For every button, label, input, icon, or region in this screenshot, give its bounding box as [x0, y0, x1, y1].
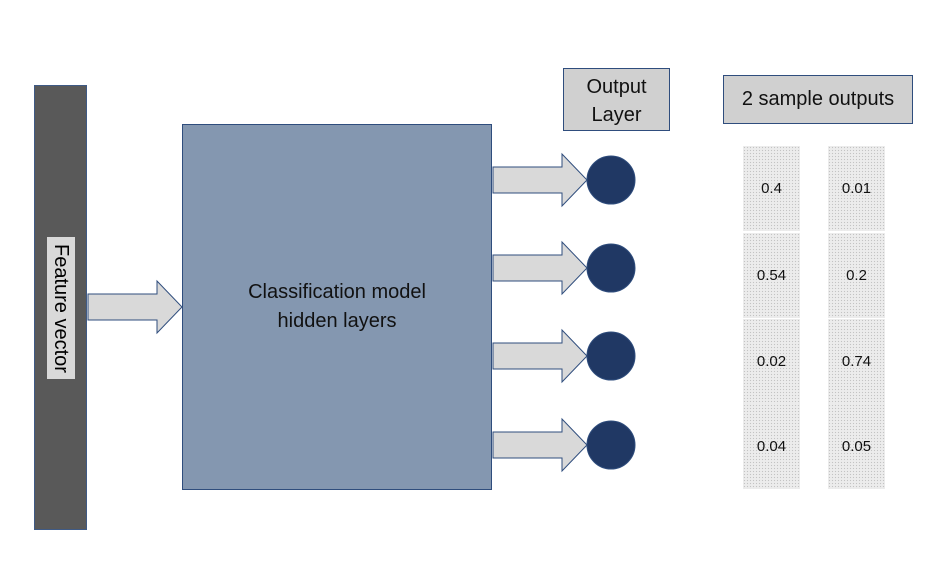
output-arrow [492, 328, 588, 384]
output-node [586, 243, 636, 293]
sample-output-cell: 0.4 [743, 146, 800, 231]
classification-model-box [182, 124, 492, 490]
output-node [586, 420, 636, 470]
sample-output-cell: 0.01 [828, 146, 885, 231]
sample-output-cell: 0.2 [828, 233, 885, 318]
sample-output-cell: 0.54 [743, 233, 800, 318]
sample-output-cell: 0.02 [743, 319, 800, 404]
sample-output-cell: 0.05 [828, 404, 885, 489]
sample-output-cell: 0.74 [828, 319, 885, 404]
input-arrow [87, 279, 183, 335]
output-node [586, 155, 636, 205]
sample-output-cell: 0.04 [743, 404, 800, 489]
sample-outputs-title: 2 sample outputs [723, 75, 913, 124]
classification-model-label: Classification model hidden layers [248, 281, 426, 332]
output-layer-title: Output Layer [563, 68, 670, 131]
output-arrow [492, 240, 588, 296]
feature-vector-label: Feature vector [47, 237, 75, 379]
output-arrow [492, 152, 588, 208]
output-node [586, 331, 636, 381]
output-arrow [492, 417, 588, 473]
